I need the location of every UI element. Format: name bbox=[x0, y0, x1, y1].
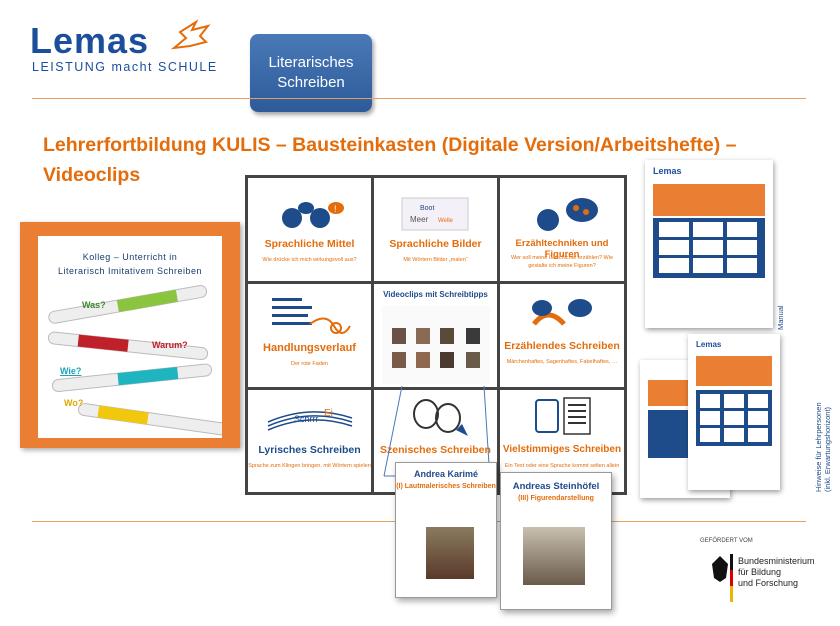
logo-arrow-icon bbox=[170, 19, 211, 50]
button-line-2: Schreiben bbox=[277, 74, 345, 91]
svg-text:!: ! bbox=[334, 204, 337, 214]
top-divider bbox=[32, 98, 806, 99]
module-sprachliche-mittel[interactable]: ! Sprachliche Mittel Wie drücke ich mich… bbox=[248, 178, 371, 281]
svg-text:Meer: Meer bbox=[410, 215, 429, 224]
author-card-steinhoefel[interactable]: Andreas Steinhöfel (III) Figurendarstell… bbox=[500, 472, 612, 610]
pens-illustration bbox=[47, 285, 222, 436]
hinweise-label: Hinweise für Lehrpersonen (inkl. Erwartu… bbox=[814, 402, 832, 492]
module-lyrisches-schreiben[interactable]: Schrrr Ei Lyrisches Schreiben Sprache zu… bbox=[248, 390, 371, 492]
module-subtitle: Der rote Faden bbox=[291, 361, 328, 367]
svg-text:Boot: Boot bbox=[420, 205, 434, 212]
storytelling-icon bbox=[532, 299, 592, 326]
tablet-document-icon bbox=[535, 397, 591, 435]
theater-masks-icon bbox=[413, 399, 468, 436]
module-subtitle: Wie drücke ich mich wirkungsvoll aus? bbox=[262, 257, 357, 263]
speech-heads-icon: ! bbox=[282, 202, 344, 228]
manual-cover[interactable]: Lemas bbox=[645, 160, 773, 328]
hinweise-grid-icon bbox=[700, 394, 768, 442]
word-cloud-icon: Boot Meer Welle bbox=[401, 197, 469, 231]
module-sprachliche-bilder[interactable]: Boot Meer Welle Sprachliche Bilder Mit W… bbox=[374, 178, 497, 281]
label-wo: Wo? bbox=[64, 398, 84, 408]
module-title: Sprachliche Bilder bbox=[389, 238, 482, 250]
label-was: Was? bbox=[82, 300, 106, 310]
thinking-head-icon bbox=[537, 198, 598, 231]
module-videoclips[interactable]: Videoclips mit Schreibtipps bbox=[374, 284, 497, 387]
kolleg-cover[interactable]: Kolleg – Unterricht in Literarisch Imita… bbox=[20, 222, 240, 448]
logo-wordmark: Lemas bbox=[30, 20, 150, 61]
funding-caption: GEFÖRDERT VOM bbox=[700, 538, 753, 544]
manual-label: Manual bbox=[776, 305, 785, 330]
module-title: Lyrisches Schreiben bbox=[258, 444, 361, 456]
logo-tagline: LEISTUNG macht SCHULE bbox=[32, 60, 218, 74]
author-role: (III) Figurendarstellung bbox=[518, 495, 594, 502]
module-title: Videoclips mit Schreibtipps bbox=[383, 290, 488, 299]
music-staff-icon: Schrrr Ei bbox=[267, 408, 353, 431]
module-subtitle: Sprache zum Klingen bringen, mit Wörtern… bbox=[248, 463, 371, 469]
manual-grid-icon bbox=[659, 222, 757, 273]
lemas-logo: Lemas bbox=[30, 20, 149, 62]
svg-text:Welle: Welle bbox=[438, 218, 454, 224]
module-erzaehltechniken[interactable]: Erzähltechniken und Figuren Wer soll mei… bbox=[500, 178, 624, 281]
kolleg-title: Kolleg – Unterricht in Literarisch Imita… bbox=[57, 252, 203, 276]
hinweise-cover[interactable]: Lemas bbox=[688, 334, 780, 490]
button-line-1: Literarisches bbox=[268, 54, 354, 71]
video-thumbnails-icon bbox=[382, 306, 490, 384]
hinweise-logo: Lemas bbox=[696, 340, 722, 349]
label-warum: Warum? bbox=[152, 340, 188, 350]
literarisches-schreiben-button[interactable]: Literarisches Schreiben bbox=[250, 34, 372, 112]
module-title: Szenisches Schreiben bbox=[380, 444, 491, 456]
module-title: Erzähltechniken und Figuren bbox=[515, 238, 609, 260]
module-title: Vielstimmiges Schreiben bbox=[502, 444, 622, 455]
author-name: Andreas Steinhöfel bbox=[512, 481, 600, 492]
svg-text:Ei: Ei bbox=[324, 408, 333, 419]
author-card-karime[interactable]: Andrea Karimé (I) Lautmalerisches Schrei… bbox=[395, 462, 497, 598]
label-wie: Wie? bbox=[60, 366, 82, 376]
module-subtitle: Mit Wörtern Bilder „malen“ bbox=[403, 257, 468, 263]
author-photo bbox=[426, 527, 474, 579]
author-role: (I) Lautmalerisches Schreiben bbox=[396, 483, 496, 490]
author-photo bbox=[523, 527, 585, 585]
svg-text:Schrrr: Schrrr bbox=[294, 414, 319, 424]
module-title: Handlungsverlauf bbox=[263, 342, 356, 354]
module-handlungsverlauf[interactable]: Handlungsverlauf Der rote Faden bbox=[248, 284, 371, 387]
federal-eagle-icon bbox=[712, 554, 733, 602]
bmbf-name: Bundesministerium für Bildung und Forsch… bbox=[738, 556, 815, 588]
module-subtitle: Ein Text oder eine Sprache kommt selten … bbox=[504, 463, 620, 469]
page-headline: Lehrerfortbildung KULIS – Bausteinkasten… bbox=[43, 134, 737, 186]
manual-logo: Lemas bbox=[653, 166, 682, 176]
author-name: Andrea Karimé bbox=[413, 469, 479, 479]
module-title: Erzählendes Schreiben bbox=[504, 340, 620, 352]
module-erzaehlendes-schreiben[interactable]: Erzählendes Schreiben Märchenhaftes, Sag… bbox=[500, 284, 624, 387]
module-title: Sprachliche Mittel bbox=[264, 238, 355, 250]
module-subtitle: Märchenhaftes, Sagenhaftes, Fabelhaftes,… bbox=[506, 359, 618, 365]
text-lines-icon bbox=[272, 298, 351, 334]
module-subtitle: Wer soll meine Geschichte erzählen? Wie … bbox=[511, 255, 613, 269]
